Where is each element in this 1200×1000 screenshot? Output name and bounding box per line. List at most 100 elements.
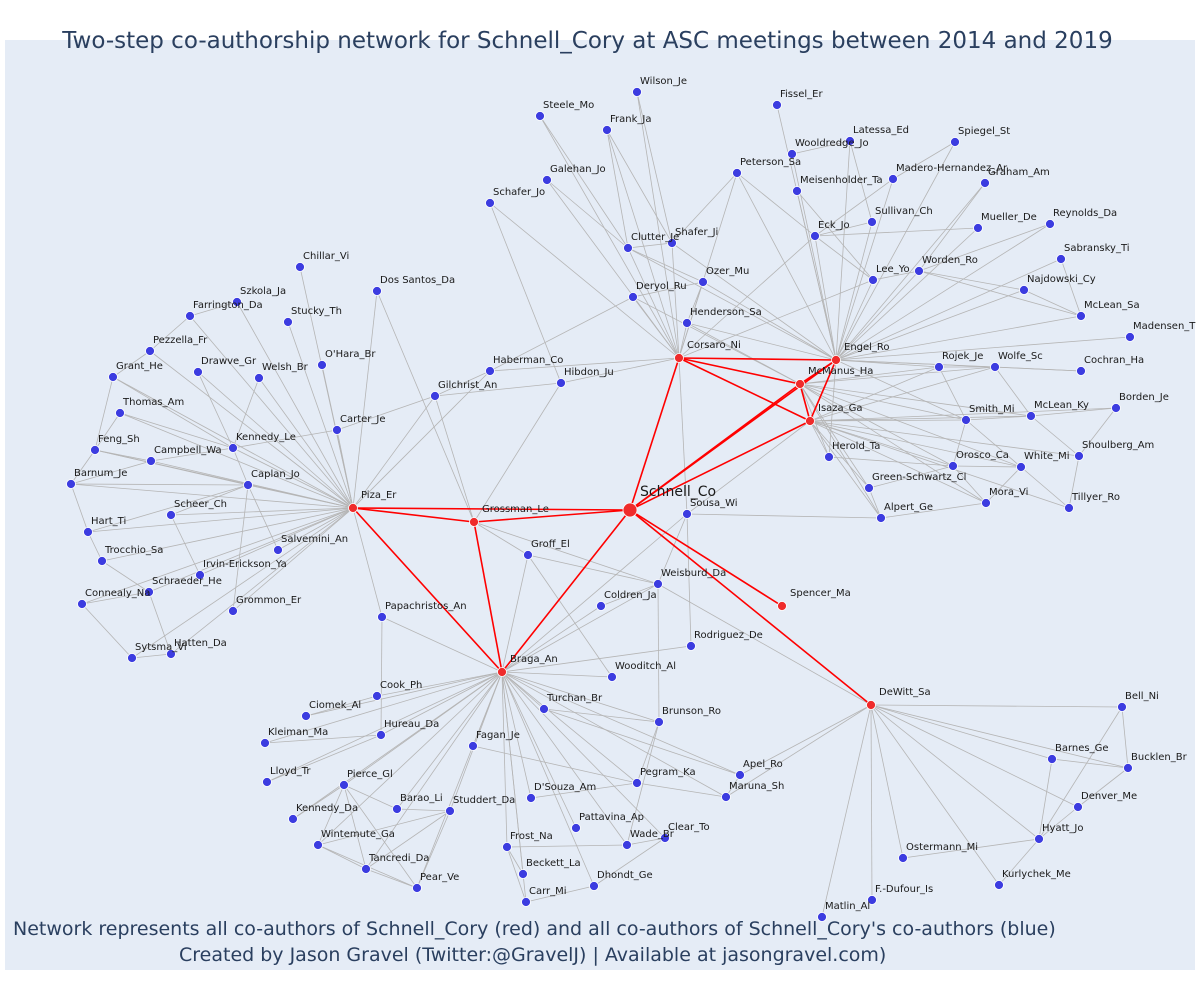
edge-engel-ro-henderson-sa xyxy=(686,322,837,361)
edge-caplan-jo-feng-sh xyxy=(94,449,249,486)
edge-piza-er-carter-je xyxy=(336,429,354,509)
edge-piza-er-hatten-da xyxy=(170,507,354,655)
node-label-steele-mo: Steele_Mo xyxy=(543,100,594,111)
node-label-reynolds-da: Reynolds_Da xyxy=(1053,208,1117,219)
node-label-lloyd-tr: Lloyd_Tr xyxy=(270,766,311,777)
edge-studdert-da-barao-li xyxy=(396,808,451,812)
edge-farrington-da-szkola-ja xyxy=(189,301,238,317)
edge-corsaro-ni-schafer-jo xyxy=(489,202,680,359)
edge-engel-ro-latessa-ed xyxy=(835,140,851,361)
node-label-welsh-br: Welsh_Br xyxy=(262,362,309,373)
edge-corsaro-ni-engel-ro xyxy=(678,357,837,361)
node-brunson-ro xyxy=(654,717,664,727)
node-apel-ro xyxy=(735,770,745,780)
edge-braga-an-pegram-ka xyxy=(501,671,638,784)
node-label-groff-el: Groff_El xyxy=(531,539,570,550)
node-label-szkola-ja: Szkola_Ja xyxy=(240,286,286,297)
edge-braga-an-cook-ph xyxy=(376,671,503,697)
node-barnum-je xyxy=(66,479,76,489)
edge-schnell-co-piza-er xyxy=(352,507,631,511)
node-label-smith-mi: Smith_Mi xyxy=(969,404,1015,415)
node-kennedy-da xyxy=(288,814,298,824)
node-label-mclean-sa: McLean_Sa xyxy=(1084,300,1140,311)
node-label-weisburd-da: Weisburd_Da xyxy=(661,568,726,579)
edge-mora-vi-alpert-ge xyxy=(880,502,987,519)
edge-pierce-gl-pear-ve xyxy=(343,784,418,889)
edge-schnell-co-dewitt-sa xyxy=(629,509,872,706)
edge-corsaro-ni-henderson-sa xyxy=(678,322,688,359)
edge-wintemute-ga-tancredi-da xyxy=(317,844,367,870)
edge-najdowski-cy-mclean-sa xyxy=(1023,289,1082,317)
node-wolfe-sc xyxy=(990,362,1000,372)
edge-braga-an-kleiman-ma xyxy=(264,671,503,744)
edge-connealy-na-schraeder-he xyxy=(81,591,150,605)
edge-braga-an-groff-el xyxy=(501,554,529,673)
edge-dewitt-sa-ostermann-mi xyxy=(870,704,904,859)
edge-tillyer-ro-shoulberg-am xyxy=(1068,455,1080,509)
edge-papachristos-an-hureau-da xyxy=(380,616,383,736)
edge-piza-er-salvemini-an xyxy=(277,507,354,551)
edge-brunson-ro-wade-br xyxy=(626,721,660,846)
edge-isaza-ga-orosco-ca xyxy=(809,420,954,467)
edge-braga-an-d-souza-am xyxy=(501,671,532,799)
edge-piza-er-drawve-gr xyxy=(197,371,354,509)
node-label-pezzella-fr: Pezzella_Fr xyxy=(153,335,208,346)
edge-mcmanus-ha-mclean-ky xyxy=(799,383,1032,417)
edge-pierce-gl-barao-li xyxy=(343,784,398,810)
edge-engel-ro-isaza-ga xyxy=(809,359,837,422)
edge-turchan-br-brunson-ro xyxy=(543,708,660,723)
edge-hyatt-jo-kurlychek-me xyxy=(998,838,1040,886)
edge-tancredi-da-pear-ve xyxy=(365,868,418,889)
edge-carter-je-kennedy-le xyxy=(232,429,338,449)
node-label-henderson-sa: Henderson_Sa xyxy=(690,307,762,318)
edge-piza-er-trocchio-sa xyxy=(101,507,354,562)
edge-dewitt-sa-denver-me xyxy=(870,704,1079,808)
node-studdert-da xyxy=(445,806,455,816)
node-label-hibdon-ju: Hibdon_Ju xyxy=(564,367,614,378)
edge-piza-er-farrington-da xyxy=(189,315,354,509)
node-cook-ph xyxy=(372,691,382,701)
edge-trocchio-sa-schraeder-he xyxy=(101,560,150,593)
node-frost-na xyxy=(502,842,512,852)
node-label-wolfe-sc: Wolfe_Sc xyxy=(998,351,1043,362)
node-label-green-schwartz-cl: Green-Schwartz_Cl xyxy=(872,472,966,483)
node-f-dufour-is xyxy=(867,895,877,905)
node-kurlychek-me xyxy=(994,880,1004,890)
node-schraeder-he xyxy=(144,587,154,597)
edge-isaza-ga-sousa-wi xyxy=(686,420,811,515)
edge-orosco-ca-white-mi xyxy=(952,465,1022,468)
node-kennedy-le xyxy=(228,443,238,453)
edge-grossman-le-hibdon-ju xyxy=(473,382,562,523)
edge-piza-er-thomas-am xyxy=(119,412,354,509)
edges-first-degree xyxy=(352,357,872,706)
edge-ostermann-mi-hyatt-jo xyxy=(902,838,1040,859)
node-label-papachristos-an: Papachristos_An xyxy=(385,601,467,612)
node-label-grommon-er: Grommon_Er xyxy=(236,595,302,606)
node-label-madensen-t: Madensen_T xyxy=(1133,321,1196,332)
edge-piza-er-connealy-na xyxy=(81,507,354,605)
edge-beckett-la-frost-na xyxy=(506,846,524,875)
node-denver-me xyxy=(1073,802,1083,812)
node-shafer-ji xyxy=(667,238,677,248)
edge-braga-an-brunson-ro xyxy=(501,671,660,723)
node-label-f-dufour-is: F.-Dufour_Is xyxy=(875,884,933,895)
node-pegram-ka xyxy=(632,778,642,788)
edge-isaza-ga-herold-ta xyxy=(809,420,830,458)
edge-latessa-ed-sullivan-ch xyxy=(849,140,873,223)
edge-galehan-jo-clutter-je xyxy=(546,179,629,249)
node-label-shoulberg-am: Shoulberg_Am xyxy=(1082,440,1154,451)
edge-engel-ro-sabransky-ti xyxy=(835,258,1062,361)
edge-braga-an-frost-na xyxy=(501,671,508,848)
node-label-brunson-ro: Brunson_Ro xyxy=(662,706,721,717)
node-label-gilchrist-an: Gilchrist_An xyxy=(438,380,497,391)
edge-braga-an-pattavina-ap xyxy=(501,671,577,829)
node-label-cochran-ha: Cochran_Ha xyxy=(1084,355,1144,366)
edge-gilchrist-an-hibdon-ju xyxy=(434,382,562,397)
node-sytsma-vi xyxy=(127,653,137,663)
node-steele-mo xyxy=(535,111,545,121)
node-braga-an xyxy=(497,667,507,677)
node-label-frank-ja: Frank_Ja xyxy=(610,114,651,125)
node-scheer-ch xyxy=(166,510,176,520)
edge-studdert-da-tancredi-da xyxy=(365,810,451,870)
edge-engel-ro-rojek-je xyxy=(835,359,940,368)
